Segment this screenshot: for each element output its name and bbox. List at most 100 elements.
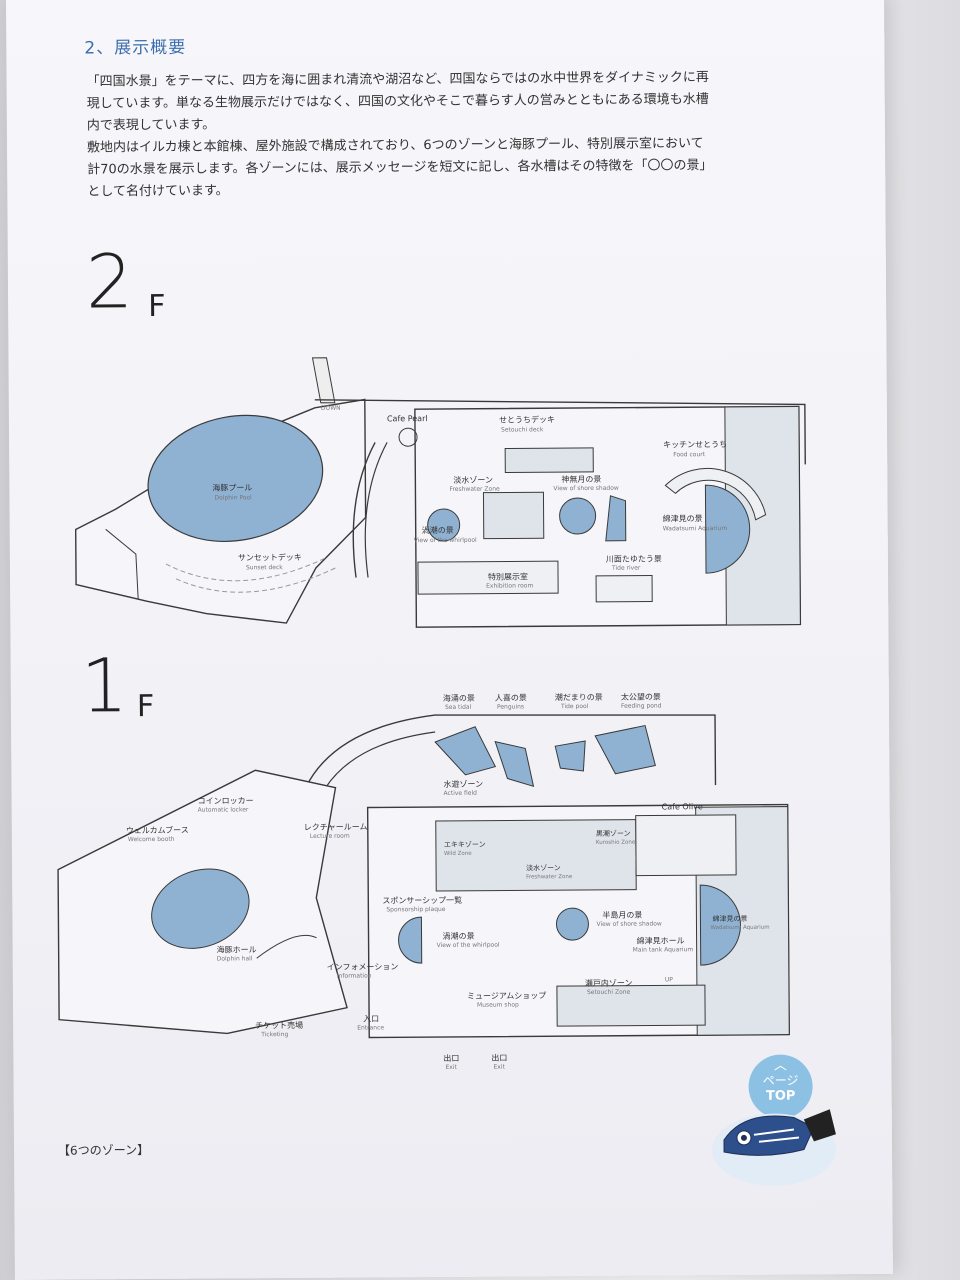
label-oshio-hall: 綿津見ホール [637, 935, 685, 945]
label-welcome-booth-en: Welcome booth [128, 836, 175, 843]
label-sea-tunnel: 海涌の景 [443, 693, 475, 703]
sea-tidal-tank [434, 726, 497, 776]
label-active-field: 水遊ゾーン [443, 779, 483, 789]
intro-line: として名付けています。 [87, 183, 229, 200]
setouchi-deck-tank [504, 447, 594, 474]
shore-shadow-tank [559, 497, 597, 535]
label-welcome-booth: ウェルカムブース [126, 825, 189, 835]
label-down: DOWN [321, 405, 341, 412]
wadatsumi-ring [664, 467, 767, 521]
label-museum-shop-en: Museum shop [477, 1001, 519, 1008]
curved-walkway [352, 442, 376, 578]
label-tide-pool: 潮だまりの景 [555, 692, 603, 702]
label-ohshio: 綿津見の景 [663, 513, 703, 523]
floor-2-number: 2 [85, 239, 134, 326]
label-oshio-tank: 綿津見の景 [712, 914, 747, 923]
tide-tank [605, 495, 627, 542]
mascot-camera [803, 1109, 836, 1142]
chevron-up-icon: ︿ [773, 1058, 788, 1074]
cafe-pearl-icon [398, 427, 418, 447]
label-cafe-pearl: Cafe Pearl [387, 414, 428, 423]
feeding-pond-tank [594, 724, 656, 775]
label-oshio-tank-en: Wadatsumi Aquarium [710, 925, 769, 931]
label-penguins: 人喜の景 [495, 692, 527, 702]
floor-2-map: 海豚プール Dolphin Pool サンセットデッキ Sunset deck … [74, 357, 806, 628]
label-entrance: 入口 [363, 1014, 379, 1023]
mascot-stripes [753, 1128, 800, 1143]
label-information: インフォメーション [327, 962, 399, 971]
curved-walkway [364, 442, 388, 578]
mascot-pupil [740, 1134, 747, 1141]
label-kitchen: キッチンせとうち [663, 440, 727, 449]
label-sunset-deck-en: Sunset deck [246, 564, 283, 571]
label-ohshio-en: Wadatsumi Aquarium [663, 525, 728, 532]
label-exit-1: 出口 [443, 1053, 459, 1063]
label-shore-shadow-en: View of shore shadow [553, 485, 619, 492]
label-setouchi-deck-en: Setouchi deck [501, 426, 544, 433]
penguin-tank [494, 740, 535, 788]
stairs-down [311, 357, 336, 404]
label-lecture-room: レクチャールーム [304, 822, 368, 831]
label-freshwater-zone: 淡水ゾーン [453, 475, 493, 485]
label-feeding: 太公望の景 [621, 691, 661, 701]
label-penguins-en: Penguins [497, 703, 524, 710]
label-whirlpool: 渦潮の景 [422, 525, 454, 535]
label-information-en: Information [337, 972, 372, 979]
whirlpool-tank [427, 508, 461, 542]
label-sponsor-shop: スポンサーシップ一覧 [382, 895, 462, 906]
label-sea-tunnel-en: Sea tidal [445, 704, 472, 711]
zones-heading: 【6つのゾーン】 [57, 1143, 150, 1158]
dolphin-pool [147, 414, 324, 543]
label-spot-zone-en: Freshwater Zone [526, 874, 573, 880]
label-pool-en: Dolphin Pool [214, 494, 252, 501]
intro-text: 「四国水景」をテーマに、四方を海に囲まれ清流や湖沼など、四国ならではの水中世界を… [87, 66, 818, 203]
label-sunset-deck: サンセットデッキ [238, 552, 302, 562]
label-kitchen-en: Food court [673, 451, 706, 458]
sunset-deck-steps [175, 567, 337, 593]
sunset-deck-steps [165, 557, 327, 582]
upper-walkway-inner [325, 731, 436, 789]
label-oshio-hall-en: Main tank Aquarium [633, 946, 694, 953]
label-sponsor-shop-en: Sponsorship plaque [386, 906, 445, 913]
label-kuroshio-zone-en: Kuroshio Zone [596, 840, 636, 846]
label-coin-locker: コインロッカー [198, 796, 254, 805]
freshwater-tanks [482, 491, 545, 540]
wadatsumi-tank-1f [699, 884, 741, 966]
label-tide-en: Tide river [611, 565, 641, 572]
floor-2-suffix: F [148, 288, 166, 325]
setouchi-zone-area [556, 984, 706, 1027]
label-whirlpool-1f: 渦潮の景 [443, 931, 475, 941]
label-exit-2: 出口 [491, 1053, 507, 1063]
label-pool: 海豚プール [212, 482, 252, 492]
label-active-field-en: Active field [444, 790, 478, 797]
dolphin-hall-tank [151, 868, 250, 949]
label-exit-1-en: Exit [445, 1064, 457, 1071]
restroom-block [595, 575, 653, 603]
dolphin-wall [105, 528, 139, 600]
label-shore-shadow: 神無月の景 [561, 474, 601, 484]
wadatsumi-tank [704, 484, 751, 574]
label-setouchi-zone: 瀬戸内ゾーン [585, 978, 633, 988]
label-spot-zone: 淡水ゾーン [526, 863, 561, 872]
special-exhibition-room [417, 560, 559, 595]
ticket-arc [256, 934, 317, 959]
label-special-en: Exhibition room [486, 582, 533, 589]
label-reception: 海豚ホール [217, 944, 257, 954]
label-whirlpool-1f-en: View of the whirlpool [437, 942, 500, 949]
label-special: 特別展示室 [488, 571, 528, 581]
upper-walkway [304, 714, 717, 789]
mascot-illustration [712, 1109, 837, 1186]
label-shore-shadow-1f: 半島月の景 [602, 910, 642, 920]
label-tide: 川面たゆたう景 [606, 554, 662, 563]
label-ticketing-en: Ticketing [260, 1031, 288, 1038]
label-exit-2-en: Exit [493, 1064, 505, 1071]
label-setouchi-zone-en: Setouchi Zone [587, 989, 631, 996]
tide-pool-tank [554, 740, 586, 772]
label-tide-pool-en: Tide pool [560, 703, 589, 710]
cafe-olive-block [635, 814, 737, 877]
label-kuroshio-zone: 黒潮ゾーン [596, 829, 631, 838]
whirlpool-tank-1f [398, 916, 423, 964]
label-cafe-olive: Cafe Olive [662, 802, 703, 811]
label-feeding-en: Feeding pond [621, 702, 662, 709]
label-lecture-room-en: Lecture room [310, 833, 350, 840]
